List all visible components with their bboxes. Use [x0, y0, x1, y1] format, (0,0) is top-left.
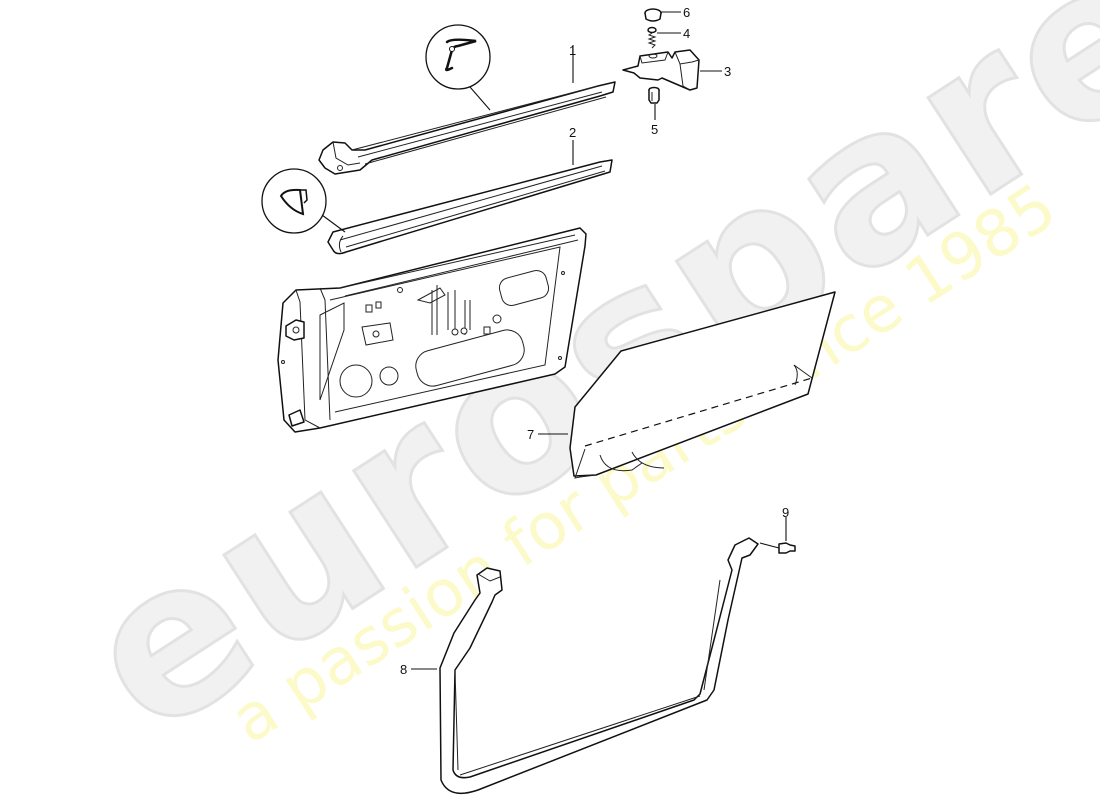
part-7-trim-foil[interactable] — [569, 291, 836, 479]
part-6-cap[interactable] — [644, 8, 662, 22]
part-3-bracket[interactable] — [622, 49, 700, 91]
watermark: eurospares a passion for parts since 198… — [42, 0, 1100, 783]
callout-1[interactable]: 1 — [569, 43, 576, 58]
watermark-logo: eurospares — [44, 0, 1100, 782]
callout-3[interactable]: 3 — [724, 64, 731, 79]
detail-circle-2[interactable] — [261, 168, 346, 234]
callout-2[interactable]: 2 — [569, 125, 576, 140]
callout-9[interactable]: 9 — [782, 505, 789, 520]
part-5-nut[interactable] — [648, 86, 660, 104]
part-1-upper-seal[interactable] — [318, 81, 616, 175]
callout-4[interactable]: 4 — [683, 26, 690, 41]
callout-7[interactable]: 7 — [527, 427, 534, 442]
callout-5[interactable]: 5 — [651, 122, 658, 137]
door-panel[interactable] — [277, 227, 587, 433]
part-4-screw[interactable] — [647, 26, 657, 49]
part-2-lower-seal[interactable] — [327, 159, 613, 255]
detail-circle-1[interactable] — [425, 24, 491, 111]
part-8-frame-seal[interactable] — [439, 537, 759, 795]
callout-6[interactable]: 6 — [683, 5, 690, 20]
callout-8[interactable]: 8 — [400, 662, 407, 677]
part-9-clip[interactable] — [759, 542, 796, 554]
